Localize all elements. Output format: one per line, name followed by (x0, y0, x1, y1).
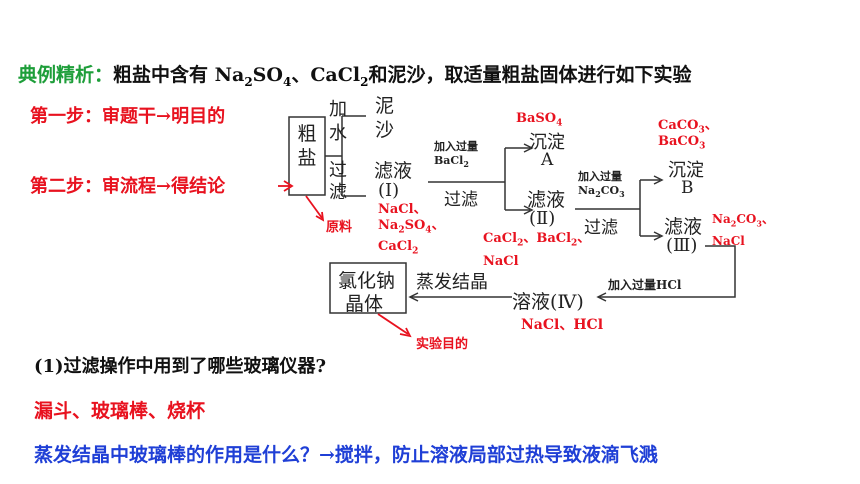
solution4-label: 溶液(Ⅳ) (512, 291, 584, 313)
product-label-2: 晶体 (345, 293, 384, 315)
na2co3-label: Na2CO3 (578, 184, 625, 200)
precip-a-label: 沉淀 (529, 132, 565, 153)
precip-a-letter: A (541, 150, 554, 170)
precip-b-letter: B (681, 178, 694, 198)
add-water-label: 加水 (329, 99, 347, 144)
precip-b-label: 沉淀 (668, 160, 704, 181)
filter1-label: 过滤 (329, 160, 347, 203)
filtrate2-label: 滤液 (527, 189, 566, 211)
raw-material-annotation: 原料 (326, 220, 353, 235)
filtrate1-label: 滤液 (374, 160, 413, 182)
problem-label: 典例精析： (18, 64, 114, 86)
baco3-annotation: BaCO3 (658, 134, 706, 152)
question-1: (1)过滤操作中用到了哪些玻璃仪器? (34, 356, 327, 377)
problem-statement: 典例精析：粗盐中含有 Na2SO4、CaCl2和泥沙，取适量粗盐固体进行如下实验 (18, 64, 692, 89)
bacl2-label: BaCl2 (434, 154, 469, 170)
add-na2co3-label: 加入过量 (578, 170, 622, 183)
filter3-label: 过滤 (584, 218, 618, 238)
mud-sand-label: 泥沙 (375, 95, 395, 141)
add-hcl-label: 加入过量HCl (608, 278, 682, 292)
question-2: 蒸发结晶中玻璃棒的作用是什么？→搅拌，防止溶液局部过热导致液滴飞溅 (34, 444, 658, 466)
product-label-1: 氯化钠 (338, 270, 396, 292)
filtrate3-label: 滤液 (664, 216, 703, 238)
caco3-annotation: CaCO3、 (658, 118, 718, 136)
filtrate2-number: (Ⅱ) (529, 208, 556, 229)
filtrate2-ions: CaCl2、BaCl2、 NaCl (483, 231, 591, 269)
purpose-annotation: 实验目的 (416, 337, 469, 352)
add-bacl2-label: 加入过量 (434, 140, 478, 153)
product-box (329, 262, 407, 314)
crude-salt-label: 粗盐 (297, 123, 317, 169)
step-two: 第二步：审流程→得结论 (30, 176, 226, 197)
filtrate1-number: (Ⅰ) (378, 180, 400, 201)
step-one: 第一步：审题干→明目的 (30, 106, 226, 127)
filtrate3-number: (Ⅲ) (666, 235, 698, 256)
filtrate1-ions: NaCl、 Na2SO4、 CaCl2 (378, 202, 445, 257)
answer-1: 漏斗、玻璃棒、烧杯 (34, 400, 206, 422)
filter2-label: 过滤 (444, 190, 478, 210)
baso4-annotation: BaSO4 (516, 111, 563, 129)
filtrate3-ions: Na2CO3、 NaCl (712, 212, 774, 249)
solution4-ions: NaCl、HCl (521, 317, 604, 333)
evaporate-label: 蒸发结晶 (416, 272, 488, 293)
